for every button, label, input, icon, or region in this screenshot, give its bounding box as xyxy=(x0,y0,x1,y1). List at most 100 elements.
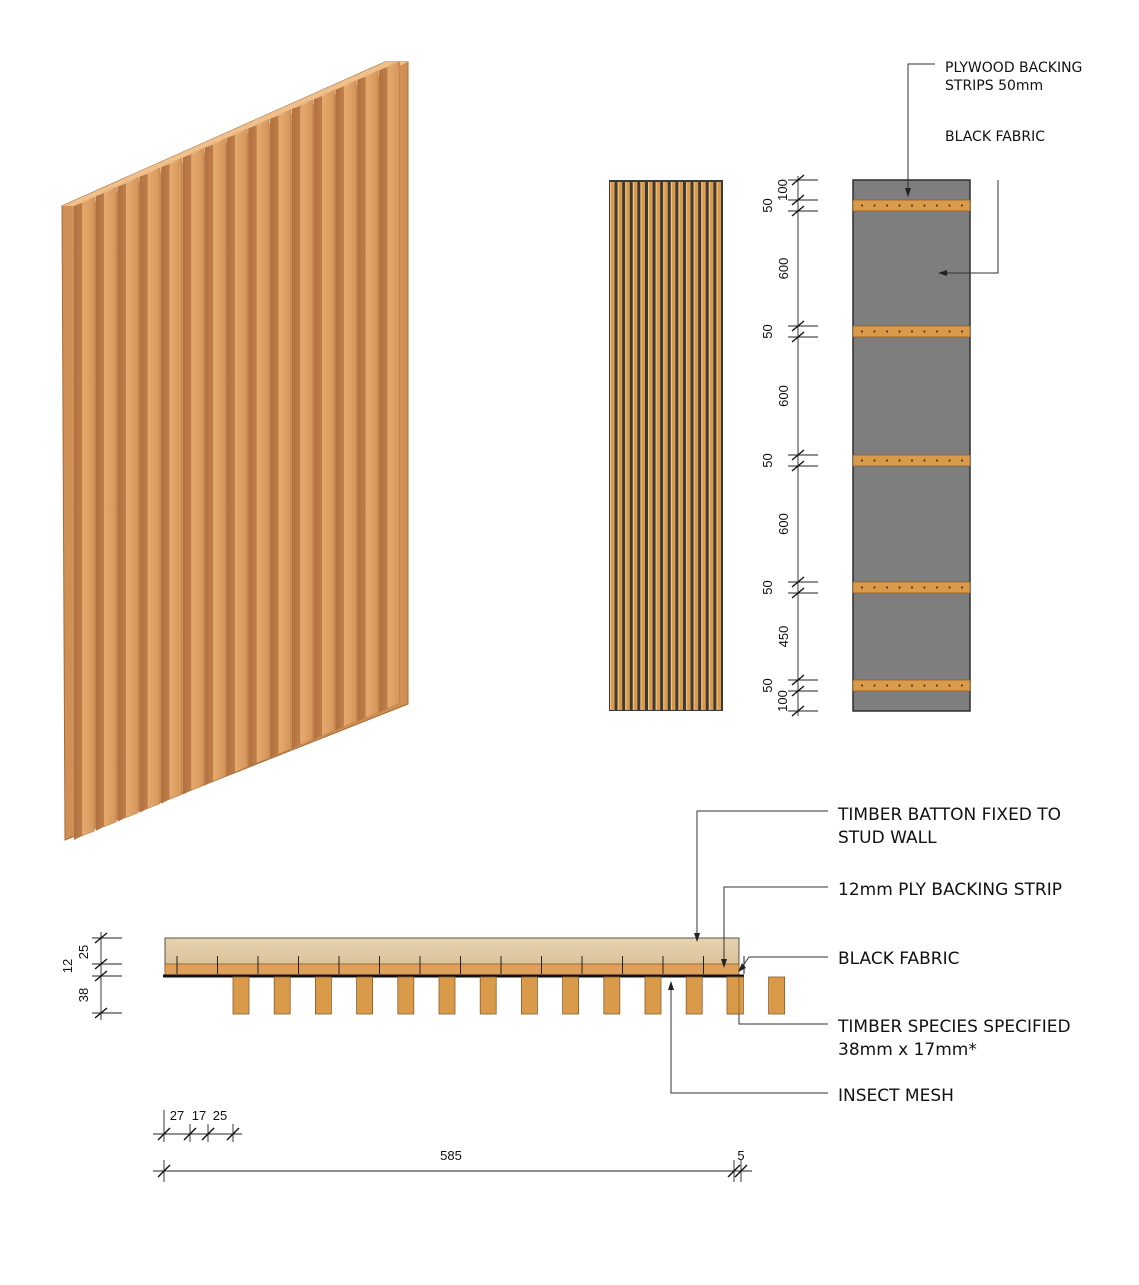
iso-slat-top xyxy=(292,100,313,109)
elevation-slat-highlight xyxy=(716,182,718,710)
dimension-tick-icon xyxy=(791,194,805,206)
elevation-slat xyxy=(617,182,623,710)
elevation-slat xyxy=(693,182,699,710)
dimension-tick-icon xyxy=(791,320,805,332)
iso-slat-face xyxy=(81,196,95,837)
elevation-slat-highlight xyxy=(678,182,680,710)
elevation-slat xyxy=(686,182,691,710)
elevation-slat-highlight xyxy=(655,182,657,710)
iso-slat-side xyxy=(292,105,300,749)
dimension-tick-icon xyxy=(734,1164,748,1178)
staple-dot xyxy=(948,684,951,687)
iso-slat-side xyxy=(379,66,388,713)
staple-dot xyxy=(935,330,939,333)
elevation-slat xyxy=(670,182,676,710)
staple-dot xyxy=(898,330,901,333)
staple-dot xyxy=(948,459,951,462)
section-slat xyxy=(232,976,250,1015)
front-elevation-slats xyxy=(609,180,723,711)
elevation-slat xyxy=(708,182,714,710)
staple-dot xyxy=(948,330,951,333)
iso-slat-top xyxy=(335,80,357,90)
dim-17: 17 xyxy=(192,1108,206,1123)
staple-dot xyxy=(885,684,889,687)
elevation-slat-highlight xyxy=(708,182,710,710)
dimension-tick-icon xyxy=(791,705,805,717)
staple-dot xyxy=(910,204,914,207)
iso-slat-top xyxy=(74,197,95,206)
iso-slat-side xyxy=(248,124,257,768)
arrowhead-icon xyxy=(694,933,700,942)
species-label-line1: TIMBER SPECIES SPECIFIED xyxy=(837,1017,1071,1037)
staple-dot xyxy=(873,330,876,333)
iso-slat-top xyxy=(248,119,269,129)
elevation-slat xyxy=(678,182,683,710)
section-slat xyxy=(314,976,332,1015)
dimension-tick-icon xyxy=(791,576,805,588)
staple-dot xyxy=(910,586,914,589)
iso-slat-face xyxy=(125,177,139,819)
dimension-tick-icon xyxy=(791,331,805,343)
vertical-dim-label: 50 xyxy=(760,198,775,212)
elevation-slat-highlight xyxy=(693,182,695,710)
dimension-tick-icon xyxy=(791,205,805,217)
iso-slat-top xyxy=(313,90,335,100)
dimension-tick-icon xyxy=(791,460,805,472)
elevation-slat-highlight xyxy=(663,182,665,710)
dim-38: 38 xyxy=(76,988,91,1002)
staple-dot xyxy=(885,459,889,462)
isometric-panel-view xyxy=(61,60,409,841)
staple-dot xyxy=(960,204,964,207)
staple-dot xyxy=(885,204,889,207)
vertical-dim-label: 100 xyxy=(775,690,790,712)
iso-slat-face xyxy=(234,128,248,773)
plywood-strips-label-line2: STRIPS 50mm xyxy=(945,78,1043,94)
vertical-dim-label: 50 xyxy=(760,580,775,594)
arrowhead-icon xyxy=(721,959,727,968)
iso-slat-top xyxy=(183,148,204,158)
staple-dot xyxy=(923,204,926,207)
section-left-dims xyxy=(92,932,122,1020)
elevation-slat xyxy=(716,182,721,710)
staple-dot xyxy=(935,204,939,207)
iso-slat-face xyxy=(321,89,335,737)
dimension-tick-icon xyxy=(94,970,108,982)
ply-strip-label: 12mm PLY BACKING STRIP xyxy=(838,880,1062,900)
section-black-fabric-label: BLACK FABRIC xyxy=(838,949,959,969)
section-spacing-dims xyxy=(153,1110,752,1182)
elevation-slat-highlight xyxy=(617,182,619,710)
iso-slat-face xyxy=(103,186,117,828)
section-slat xyxy=(273,976,291,1015)
dimension-tick-icon xyxy=(791,685,805,697)
elevation-slat-highlight xyxy=(640,182,642,710)
iso-slat-face xyxy=(190,148,204,791)
iso-slat-side xyxy=(95,192,104,831)
staple-dot xyxy=(923,330,926,333)
staple-dot xyxy=(960,330,964,333)
staple-dot xyxy=(923,459,926,462)
iso-slat-top xyxy=(139,167,160,177)
elevation-slat xyxy=(625,182,630,710)
elevation-slat xyxy=(655,182,661,710)
section-slat xyxy=(521,976,538,1015)
vertical-dim-label: 600 xyxy=(776,258,791,280)
iso-slat-face xyxy=(299,99,313,746)
dim-25-spacing: 25 xyxy=(213,1108,227,1123)
staple-dot xyxy=(923,684,926,687)
staple-dot xyxy=(873,204,876,207)
arrowhead-icon xyxy=(738,963,746,972)
species-label-line2: 38mm x 17mm* xyxy=(838,1040,977,1060)
timber-batton-label-line1: TIMBER BATTON FIXED TO xyxy=(837,805,1061,825)
section-slat xyxy=(562,976,579,1015)
staple-dot xyxy=(898,459,901,462)
iso-slat-side xyxy=(183,153,191,795)
iso-slat-side xyxy=(226,134,235,777)
staple-dot xyxy=(935,684,939,687)
iso-slat-side xyxy=(313,95,322,740)
iso-slat-top xyxy=(204,138,226,148)
black-fabric-panel xyxy=(852,179,971,712)
elevation-slat-highlight xyxy=(701,182,703,710)
iso-slat-face xyxy=(147,167,161,810)
section-slat xyxy=(356,976,374,1015)
